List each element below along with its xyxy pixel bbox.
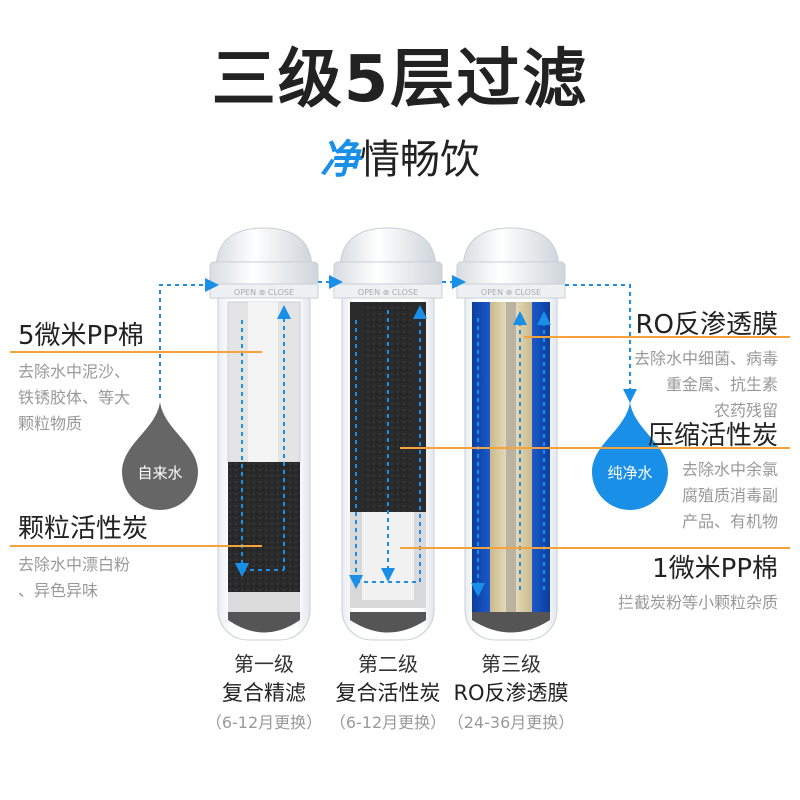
stage-2-caption: 第二级 复合活性炭 （6-12月更换） [323,650,453,737]
label-ro-desc-3: 农药残留 [713,401,778,420]
stage-2-name: 复合活性炭 [335,681,441,705]
label-granular-title: 颗粒活性炭 [18,514,149,544]
label-pp1-title: 1微米PP棉 [652,554,778,584]
flow-outlet [565,284,637,403]
flow-arrows [159,275,637,597]
stage-1-name: 复合精滤 [222,681,306,705]
label-granular-desc-2: 、异色异味 [18,581,99,600]
cap-label-1: OPEN ⊗ CLOSE [234,288,294,297]
stage-1-level: 第一级 [234,652,294,676]
page-subtitle: 净情畅饮 [0,140,800,180]
cap-label-3: OPEN ⊗ CLOSE [481,288,541,297]
label-pp1-desc-1: 拦截炭粉等小颗粒杂质 [617,593,778,612]
label-compressed-desc-3: 产品、有机物 [681,512,778,531]
stage-1-caption: 第一级 复合精滤 （6-12月更换） [199,650,329,737]
stage-3-life: （24-36月更换） [447,713,575,732]
label-granular-carbon: 颗粒活性炭 去除水中漂白粉 、异色异味 [18,516,148,604]
label-compressed-desc-2: 腐殖质消毒副 [681,486,778,505]
label-ro-desc-2: 重金属、抗生素 [665,375,778,394]
subtitle-rest: 情畅饮 [360,137,480,183]
label-compressed-title: 压缩活性炭 [647,421,778,451]
stage-2-life: （6-12月更换） [329,713,447,732]
label-compressed-carbon: 压缩活性炭 去除水中余氯 腐殖质消毒副 产品、有机物 [648,423,778,535]
raw-water-drop [122,402,198,510]
label-granular-desc-1: 去除水中漂白粉 [18,555,131,574]
label-pp5-desc-2: 铁锈胶体、等大 [18,388,131,407]
leader-lines [10,336,790,549]
stage-1-life: （6-12月更换） [205,713,323,732]
label-pp5: 5微米PP棉 去除水中泥沙、 铁锈胶体、等大 颗粒物质 [18,323,144,437]
label-pp5-title: 5微米PP棉 [18,321,144,351]
cap-label-2: OPEN ⊗ CLOSE [358,288,418,297]
label-pp5-desc-1: 去除水中泥沙、 [18,362,131,381]
pure-water-drop [592,402,668,510]
stage-2-level: 第二级 [358,652,418,676]
stage-3-caption: 第三级 RO反渗透膜 （24-36月更换） [446,650,576,737]
raw-water-label: 自来水 [137,464,182,482]
label-compressed-desc-1: 去除水中余氯 [681,460,778,479]
label-ro-desc-1: 去除水中细菌、病毒 [633,349,778,368]
label-pp1: 1微米PP棉 拦截炭粉等小颗粒杂质 [618,556,778,616]
label-ro-title: RO反渗透膜 [635,310,778,340]
page-title: 三级5层过滤 [211,43,589,117]
label-pp5-desc-3: 颗粒物质 [18,414,83,433]
stage-3-level: 第三级 [481,652,541,676]
subtitle-accent: 净 [320,137,360,183]
flow-inlet [159,278,219,398]
pure-water-label: 纯净水 [607,464,652,482]
stage-3-name: RO反渗透膜 [453,681,569,705]
label-ro: RO反渗透膜 去除水中细菌、病毒 重金属、抗生素 农药残留 [634,312,778,424]
